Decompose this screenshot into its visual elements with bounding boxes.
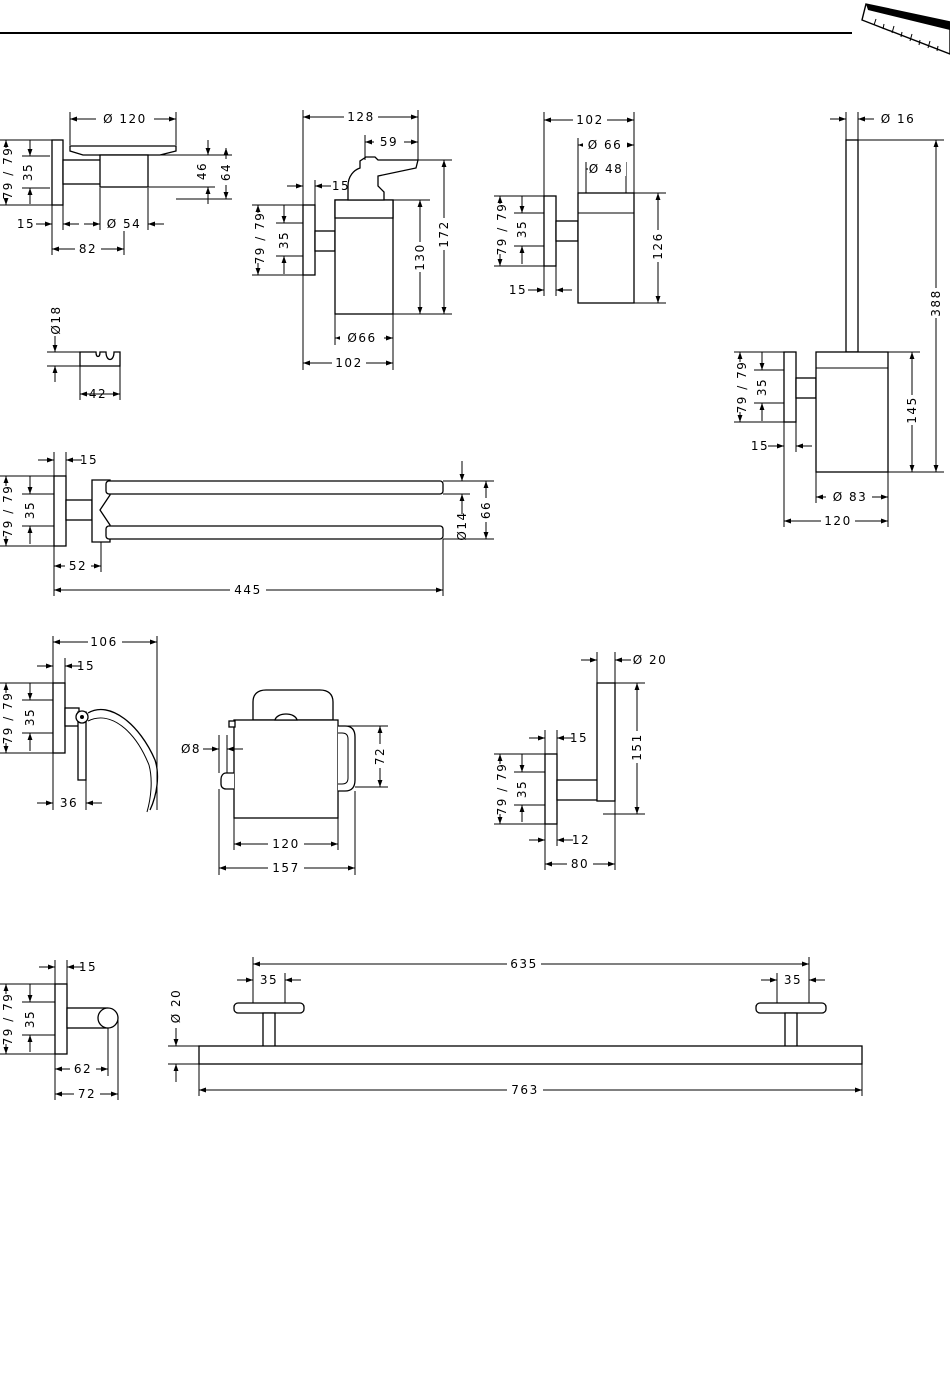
soap-rose-label: 79 / 79 xyxy=(1,147,15,200)
brush-15-label: 15 xyxy=(751,439,769,453)
towel-bar-35a-label: 35 xyxy=(260,973,278,987)
towel-bar-35b-label: 35 xyxy=(784,973,802,987)
tumbler-126-label: 126 xyxy=(651,232,665,259)
spare-15-label: 15 xyxy=(570,731,588,745)
soap-dia-bottom-label: Ø 54 xyxy=(107,217,142,231)
twin-rail-part xyxy=(54,476,443,546)
soap-35-label: 35 xyxy=(21,163,35,181)
twin-towel-rail-drawing: 15 79 / 79 35 Ø14 66 52 445 xyxy=(0,452,494,597)
robe-hook-72-label: 72 xyxy=(78,1087,96,1101)
dispenser-rose-label: 79 / 79 xyxy=(253,212,267,265)
spare-80-label: 80 xyxy=(571,857,589,871)
tumbler-dia66-label: Ø 66 xyxy=(588,138,623,152)
spare-151-label: 151 xyxy=(630,733,644,760)
dispenser-59-label: 59 xyxy=(380,135,398,149)
spare-holder-part xyxy=(545,683,615,824)
paper-cover-72-label: 72 xyxy=(373,747,387,765)
robe-hook-drawing: 15 79 / 79 35 62 72 xyxy=(0,960,118,1101)
soap-82-label: 82 xyxy=(79,242,97,256)
dispenser-130-label: 130 xyxy=(413,243,427,270)
robe-hook-part xyxy=(55,984,118,1054)
dispenser-35-label: 35 xyxy=(277,231,291,249)
soap-dish-part xyxy=(52,140,176,205)
soap-15-label: 15 xyxy=(17,217,35,231)
dispenser-128-label: 128 xyxy=(347,110,374,124)
twin-rail-rose-label: 79 / 79 xyxy=(1,485,15,538)
tumbler-15-label: 15 xyxy=(509,283,527,297)
tumbler-35-label: 35 xyxy=(515,220,529,238)
robe-hook-15-label: 15 xyxy=(79,960,97,974)
hook-clip-dia-label: Ø18 xyxy=(49,305,63,334)
twin-rail-445-label: 445 xyxy=(234,583,261,597)
dispenser-102-label: 102 xyxy=(335,356,362,370)
brush-rose-label: 79 / 79 xyxy=(735,361,749,414)
towel-bar-635-label: 635 xyxy=(510,957,537,971)
robe-hook-35-label: 35 xyxy=(23,1010,37,1028)
paper-holder-cover-part xyxy=(221,690,355,818)
spare-35-label: 35 xyxy=(515,780,529,798)
tumbler-drawing: 102 Ø 66 Ø 48 79 / 79 35 126 15 xyxy=(494,112,666,303)
dispenser-172-label: 172 xyxy=(437,220,451,247)
tumbler-part xyxy=(544,193,634,303)
soap-dispenser-part xyxy=(303,157,418,314)
dispenser-dia-label: Ø66 xyxy=(347,331,376,345)
twin-rail-66-label: 66 xyxy=(479,501,493,519)
brush-120-label: 120 xyxy=(824,514,851,528)
paper-open-15-label: 15 xyxy=(77,659,95,673)
paper-open-rose-label: 79 / 79 xyxy=(1,692,15,745)
paper-open-106-label: 106 xyxy=(90,635,117,649)
robe-hook-62-label: 62 xyxy=(74,1062,92,1076)
ruler-logo-icon xyxy=(862,4,950,54)
spare-dia20-label: Ø 20 xyxy=(633,653,668,667)
paper-open-36-label: 36 xyxy=(60,796,78,810)
spare-holder-drawing: Ø 20 151 15 79 / 79 35 12 80 xyxy=(494,652,667,871)
twin-rail-52-label: 52 xyxy=(69,559,87,573)
soap-dish-drawing: Ø 120 79 / 79 35 46 64 15 Ø 54 82 xyxy=(0,111,233,256)
spare-rose-label: 79 / 79 xyxy=(495,763,509,816)
towel-bar-763-label: 763 xyxy=(511,1083,538,1097)
brush-dia16-label: Ø 16 xyxy=(881,112,916,126)
soap-dia-top-label: Ø 120 xyxy=(103,112,147,126)
twin-rail-15-label: 15 xyxy=(80,453,98,467)
tumbler-rose-label: 79 / 79 xyxy=(495,203,509,256)
brush-35-label: 35 xyxy=(755,378,769,396)
towel-bar-dia20-label: Ø 20 xyxy=(169,989,183,1024)
paper-holder-open-drawing: 106 15 79 / 79 35 36 xyxy=(0,635,157,812)
towel-bar-drawing: 635 35 35 Ø 20 763 xyxy=(168,957,862,1097)
paper-holder-cover-drawing: 72 Ø8 120 157 xyxy=(181,690,388,875)
soap-64-label: 64 xyxy=(219,163,233,181)
brush-dia83-label: Ø 83 xyxy=(833,490,868,504)
dispenser-15-label: 15 xyxy=(332,179,350,193)
hook-clip-part xyxy=(80,352,120,366)
hook-clip-42-label: 42 xyxy=(89,387,107,401)
soap-dispenser-drawing: 128 59 15 79 / 79 35 130 172 Ø66 102 xyxy=(252,110,452,370)
paper-cover-120-label: 120 xyxy=(272,837,299,851)
towel-bar-part xyxy=(199,1003,862,1064)
toilet-brush-drawing: Ø 16 388 145 79 / 79 35 15 Ø 83 120 xyxy=(734,112,944,528)
paper-holder-open-part xyxy=(53,683,157,812)
twin-rail-dia14-label: Ø14 xyxy=(455,511,469,540)
paper-open-35-label: 35 xyxy=(23,708,37,726)
brush-145-label: 145 xyxy=(905,396,919,423)
tumbler-102-label: 102 xyxy=(576,113,603,127)
brush-388-label: 388 xyxy=(929,289,943,316)
toilet-brush-part xyxy=(784,140,888,472)
twin-rail-35-label: 35 xyxy=(23,501,37,519)
robe-hook-rose-label: 79 / 79 xyxy=(1,993,15,1046)
hook-clip-drawing: Ø18 42 xyxy=(47,305,120,401)
paper-cover-157-label: 157 xyxy=(272,861,299,875)
spare-12-label: 12 xyxy=(572,833,590,847)
paper-cover-dia8-label: Ø8 xyxy=(181,742,201,756)
soap-46-label: 46 xyxy=(195,162,209,180)
tumbler-dia48-label: Ø 48 xyxy=(589,162,624,176)
